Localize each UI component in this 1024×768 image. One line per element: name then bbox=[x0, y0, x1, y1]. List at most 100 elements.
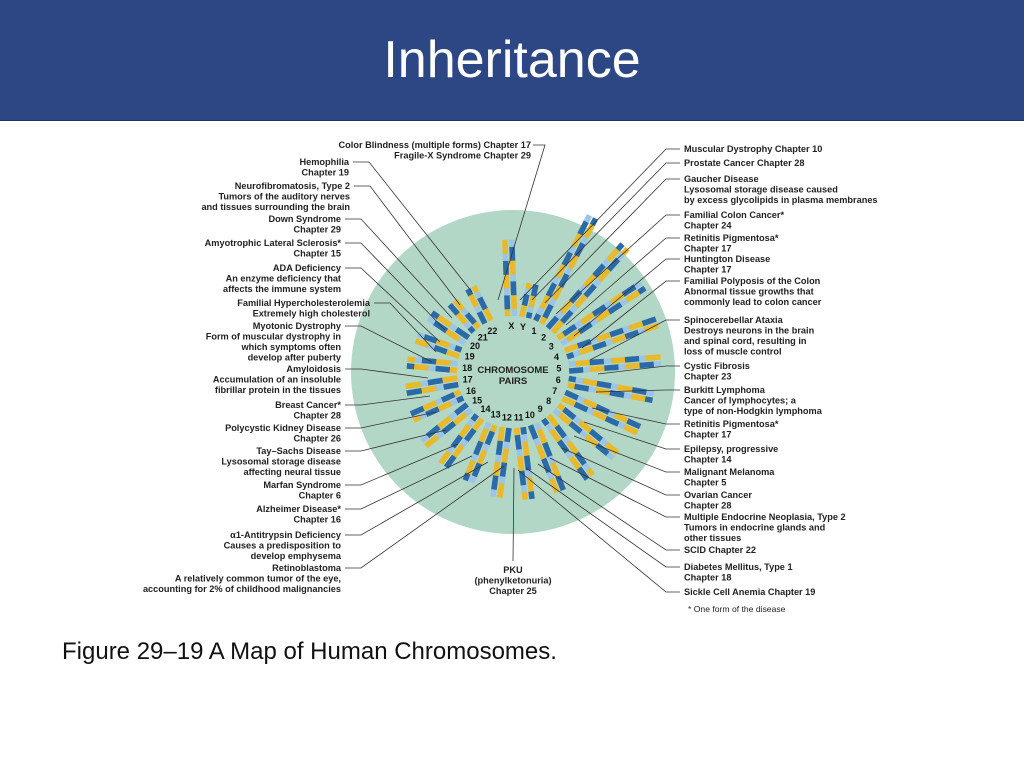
chromosome-number-10: 10 bbox=[525, 410, 535, 420]
chromosome-band bbox=[581, 384, 590, 392]
chromosome-band bbox=[613, 301, 623, 311]
chromosome-band bbox=[558, 278, 567, 288]
chromosome-band bbox=[587, 273, 597, 283]
leader-line bbox=[345, 429, 447, 452]
label-left-11-line-0: Tay–Sachs Disease bbox=[256, 446, 341, 456]
chromosome-band bbox=[568, 455, 578, 465]
chromosome-band bbox=[497, 433, 505, 442]
chromosome-band bbox=[474, 290, 483, 299]
chromosome-band bbox=[585, 311, 596, 321]
chromosome-band bbox=[493, 461, 501, 470]
chromosome-band bbox=[527, 483, 534, 493]
chromosome-band bbox=[610, 383, 619, 391]
chromosome-band bbox=[533, 312, 542, 322]
chromosome-band bbox=[460, 331, 471, 340]
label-left-5-line-1: An enzyme deficiency that bbox=[226, 274, 341, 284]
chromosome-band bbox=[413, 363, 422, 371]
chromosome-band bbox=[580, 471, 590, 481]
chromosome-band bbox=[542, 441, 551, 451]
label-right-10-line-1: Chapter 17 bbox=[684, 430, 732, 440]
chromosome-band bbox=[429, 434, 440, 444]
chromosome-band bbox=[556, 331, 566, 341]
chromosome-19 bbox=[414, 331, 463, 359]
chromosome-band bbox=[579, 347, 588, 356]
leader-line bbox=[345, 325, 433, 363]
chromosome-band bbox=[583, 214, 593, 224]
chromosome-band bbox=[406, 363, 415, 370]
label-right-15-line-0: SCID Chapter 22 bbox=[684, 545, 756, 555]
chromosome-band bbox=[586, 223, 595, 233]
chromosome-band bbox=[428, 358, 437, 365]
label-right-11-line-1: Chapter 14 bbox=[684, 455, 732, 465]
chromosome-band bbox=[448, 411, 458, 421]
chromosome-band bbox=[439, 346, 448, 355]
chromosome-band bbox=[550, 418, 560, 428]
chromosome-band bbox=[536, 428, 545, 438]
chromosome-band bbox=[545, 303, 554, 313]
chromosome-band bbox=[524, 288, 531, 296]
chromosome-band bbox=[607, 305, 617, 315]
chromosome-band bbox=[567, 398, 577, 407]
chromosome-circle bbox=[351, 210, 675, 534]
chromosome-band bbox=[575, 360, 584, 367]
chromosome-band bbox=[573, 425, 583, 435]
label-right-8-line-1: Chapter 23 bbox=[684, 372, 732, 382]
chromosome-band bbox=[542, 309, 551, 319]
label-right-7-line-3: loss of muscle control bbox=[684, 347, 782, 357]
label-left-3-line-1: Chapter 29 bbox=[294, 225, 342, 235]
chromosome-band bbox=[445, 349, 454, 357]
chromosome-band bbox=[487, 430, 496, 440]
label-left-2-line-2: and tissues surrounding the brain bbox=[201, 202, 350, 212]
chromosome-band bbox=[521, 433, 528, 443]
chromosome-band bbox=[641, 318, 651, 327]
leader-line bbox=[555, 214, 680, 315]
chromosome-band bbox=[595, 387, 604, 395]
chromosome-band bbox=[617, 356, 626, 364]
chromosome-band bbox=[449, 360, 458, 367]
chromosome-8 bbox=[552, 402, 620, 461]
label-right-1-line-0: Prostate Cancer Chapter 28 bbox=[684, 158, 805, 168]
chromosome-band bbox=[547, 455, 556, 465]
chromosome-band bbox=[554, 310, 565, 320]
chromosome-band bbox=[631, 386, 641, 394]
chromosome-band bbox=[598, 413, 608, 422]
chromosome-band bbox=[578, 284, 588, 294]
chromosome-band bbox=[471, 284, 480, 294]
chromosome-band bbox=[548, 297, 557, 307]
chromosome-band bbox=[591, 307, 602, 317]
chromosome-band bbox=[599, 437, 609, 447]
chromosome-band bbox=[539, 316, 548, 326]
chromosome-band bbox=[542, 294, 551, 304]
chromosome-band bbox=[624, 356, 633, 363]
label-left-12-line-0: Marfan Syndrome bbox=[263, 480, 341, 490]
chromosome-number-22: 22 bbox=[487, 326, 497, 336]
chromosome-10 bbox=[527, 421, 566, 494]
chromosome-band bbox=[580, 235, 589, 245]
chromosome-band bbox=[520, 304, 528, 312]
chromosome-band bbox=[567, 411, 577, 421]
chromosome-band bbox=[557, 482, 566, 492]
chromosome-band bbox=[564, 309, 574, 319]
label-right-14-line-0: Multiple Endocrine Neoplasia, Type 2 bbox=[684, 512, 846, 522]
chromosome-band bbox=[568, 323, 578, 333]
leader-line bbox=[597, 365, 680, 375]
chromosome-band bbox=[604, 441, 615, 451]
leader-line bbox=[353, 161, 473, 293]
chromosome-band bbox=[528, 491, 535, 500]
label-left-15-line-0: Retinoblastoma bbox=[272, 563, 342, 573]
label-left-4-line-1: Chapter 15 bbox=[294, 249, 342, 259]
chromosome-band bbox=[483, 421, 492, 431]
chromosome-band bbox=[559, 304, 569, 315]
chromosome-band bbox=[617, 384, 626, 392]
label-right-7-line-0: Spinocerebellar Ataxia bbox=[684, 315, 784, 325]
chromosome-band bbox=[523, 448, 530, 457]
leader-line bbox=[497, 144, 546, 301]
chromosome-band bbox=[514, 434, 522, 443]
chromosome-band bbox=[616, 391, 625, 398]
chromosome-band bbox=[452, 416, 462, 426]
chromosome-band bbox=[653, 360, 662, 368]
chromosome-band bbox=[447, 302, 456, 312]
chromosome-band bbox=[557, 412, 567, 422]
chromosome-band bbox=[546, 413, 556, 423]
